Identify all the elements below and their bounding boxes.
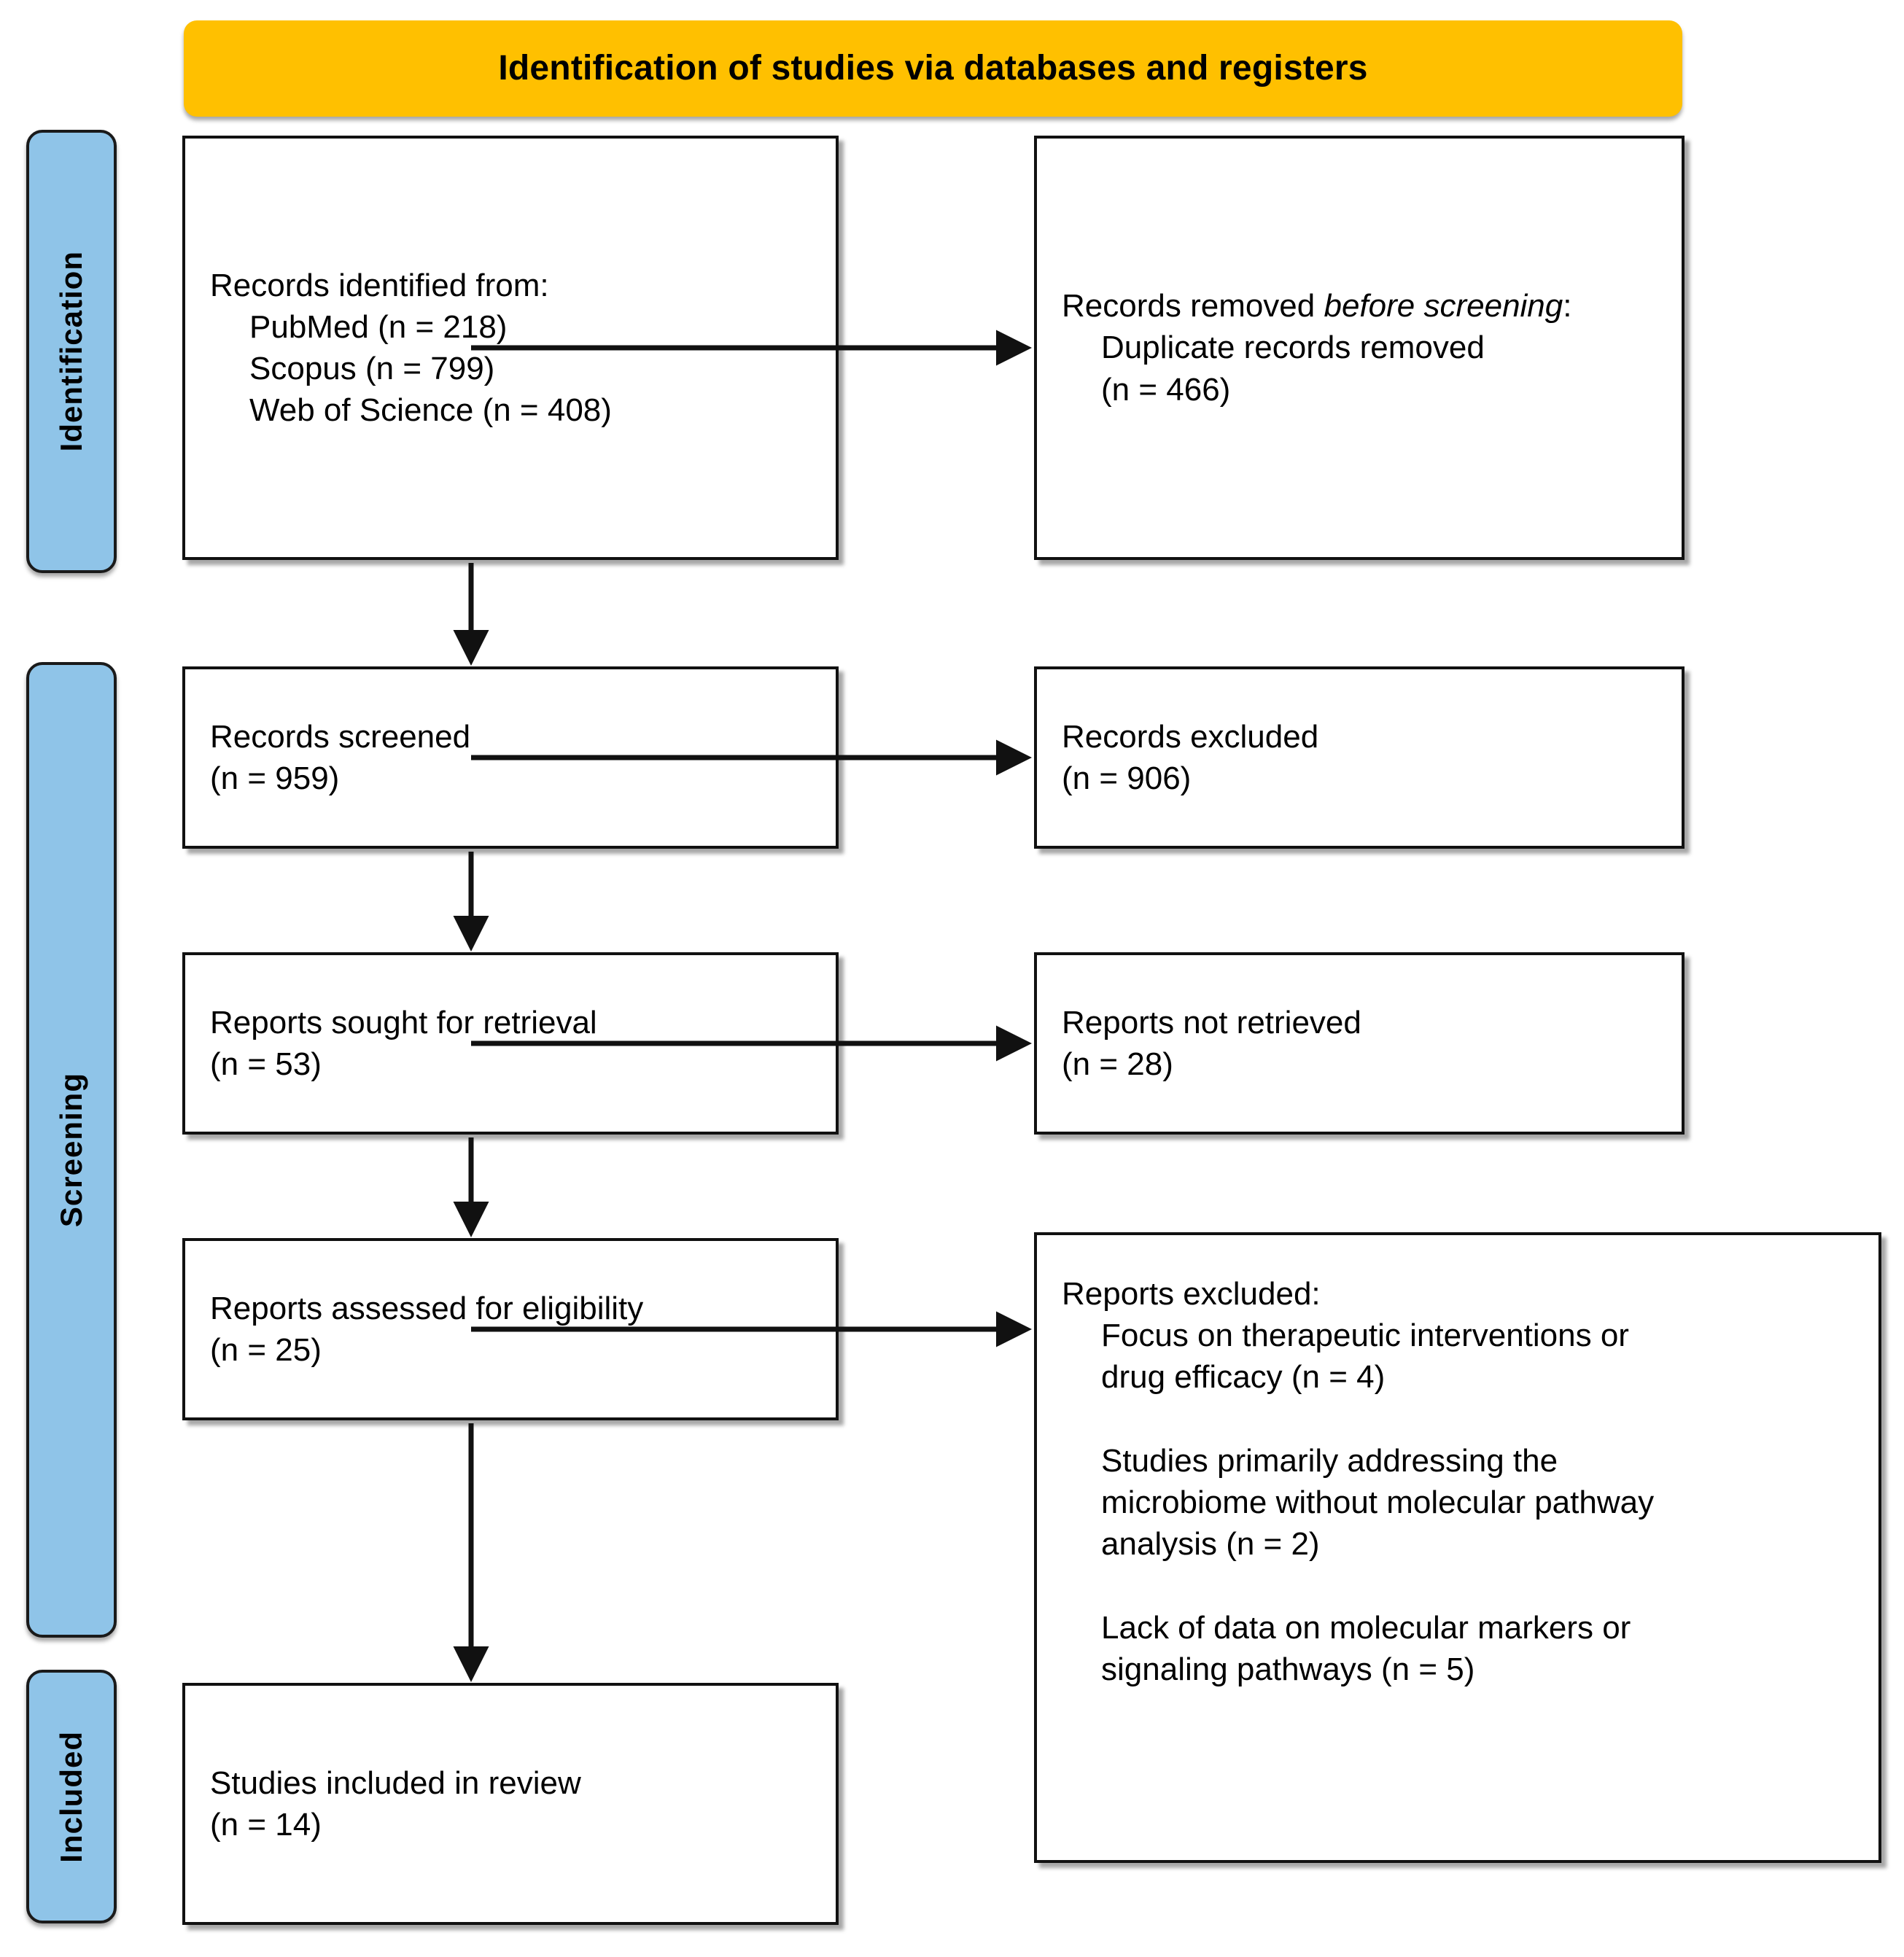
records-identified-line-2: Web of Science (n = 408) [249,392,612,429]
box-records-identified-text: Records identified from: PubMed (n = 218… [210,265,811,432]
studies-included-title: Studies included in review [210,1765,581,1801]
reports-sought-count: (n = 53) [210,1046,322,1082]
reports-assessed-title: Reports assessed for eligibility [210,1290,644,1326]
records-identified-line-1: Scopus (n = 799) [249,351,495,386]
diagram-header-title: Identification of studies via databases … [498,48,1368,87]
records-screened-title: Records screened [210,718,471,755]
box-reports-not-retrieved: Reports not retrieved (n = 28) [1034,952,1685,1135]
box-records-identified: Records identified from: PubMed (n = 218… [182,136,839,560]
box-reports-assessed-text: Reports assessed for eligibility (n = 25… [210,1288,811,1371]
records-identified-line-0: PubMed (n = 218) [249,308,508,345]
diagram-header-banner: Identification of studies via databases … [184,20,1682,117]
box-reports-sought: Reports sought for retrieval (n = 53) [182,952,839,1135]
box-reports-excluded-text: Reports excluded: Focus on therapeutic i… [1062,1273,1854,1690]
reports-excluded-reason-0: Focus on therapeutic interventions or dr… [1101,1318,1629,1396]
stage-label-included: Included [54,1730,88,1863]
stage-label-screening: Screening [54,1072,88,1228]
records-removed-title-italic: before screening [1324,288,1563,324]
records-removed-line-0: Duplicate records removed [1101,330,1485,366]
box-records-screened-text: Records screened (n = 959) [210,716,811,799]
records-excluded-title: Records excluded [1062,718,1319,755]
box-studies-included-text: Studies included in review (n = 14) [210,1762,811,1845]
box-records-removed: Records removed before screening: Duplic… [1034,136,1685,560]
records-removed-title-plain: Records removed [1062,288,1324,324]
reports-not-retrieved-count: (n = 28) [1062,1046,1173,1082]
reports-excluded-title: Reports excluded: [1062,1276,1321,1312]
stage-bar-screening: Screening [26,662,117,1638]
box-reports-not-retrieved-text: Reports not retrieved (n = 28) [1062,1002,1657,1085]
box-records-removed-text: Records removed before screening: Duplic… [1062,285,1657,411]
box-reports-assessed: Reports assessed for eligibility (n = 25… [182,1238,839,1420]
records-removed-title-colon: : [1563,288,1572,324]
reports-sought-title: Reports sought for retrieval [210,1004,597,1040]
stage-bar-included: Included [26,1670,117,1923]
records-screened-count: (n = 959) [210,760,340,796]
records-removed-line-1: (n = 466) [1101,371,1231,408]
box-records-screened: Records screened (n = 959) [182,666,839,849]
box-reports-sought-text: Reports sought for retrieval (n = 53) [210,1002,811,1085]
records-excluded-count: (n = 906) [1062,760,1192,796]
stage-label-identification: Identification [54,251,88,452]
stage-bar-identification: Identification [26,130,117,573]
reports-excluded-reason-1: Studies primarily addressing the microbi… [1101,1442,1655,1563]
reports-assessed-count: (n = 25) [210,1332,322,1368]
box-studies-included: Studies included in review (n = 14) [182,1683,839,1925]
studies-included-count: (n = 14) [210,1807,322,1843]
box-reports-excluded: Reports excluded: Focus on therapeutic i… [1034,1232,1881,1863]
reports-not-retrieved-title: Reports not retrieved [1062,1004,1361,1040]
reports-excluded-reason-2: Lack of data on molecular markers or sig… [1101,1609,1631,1687]
records-identified-title: Records identified from: [210,267,549,303]
box-records-excluded-text: Records excluded (n = 906) [1062,716,1657,799]
box-records-excluded: Records excluded (n = 906) [1034,666,1685,849]
